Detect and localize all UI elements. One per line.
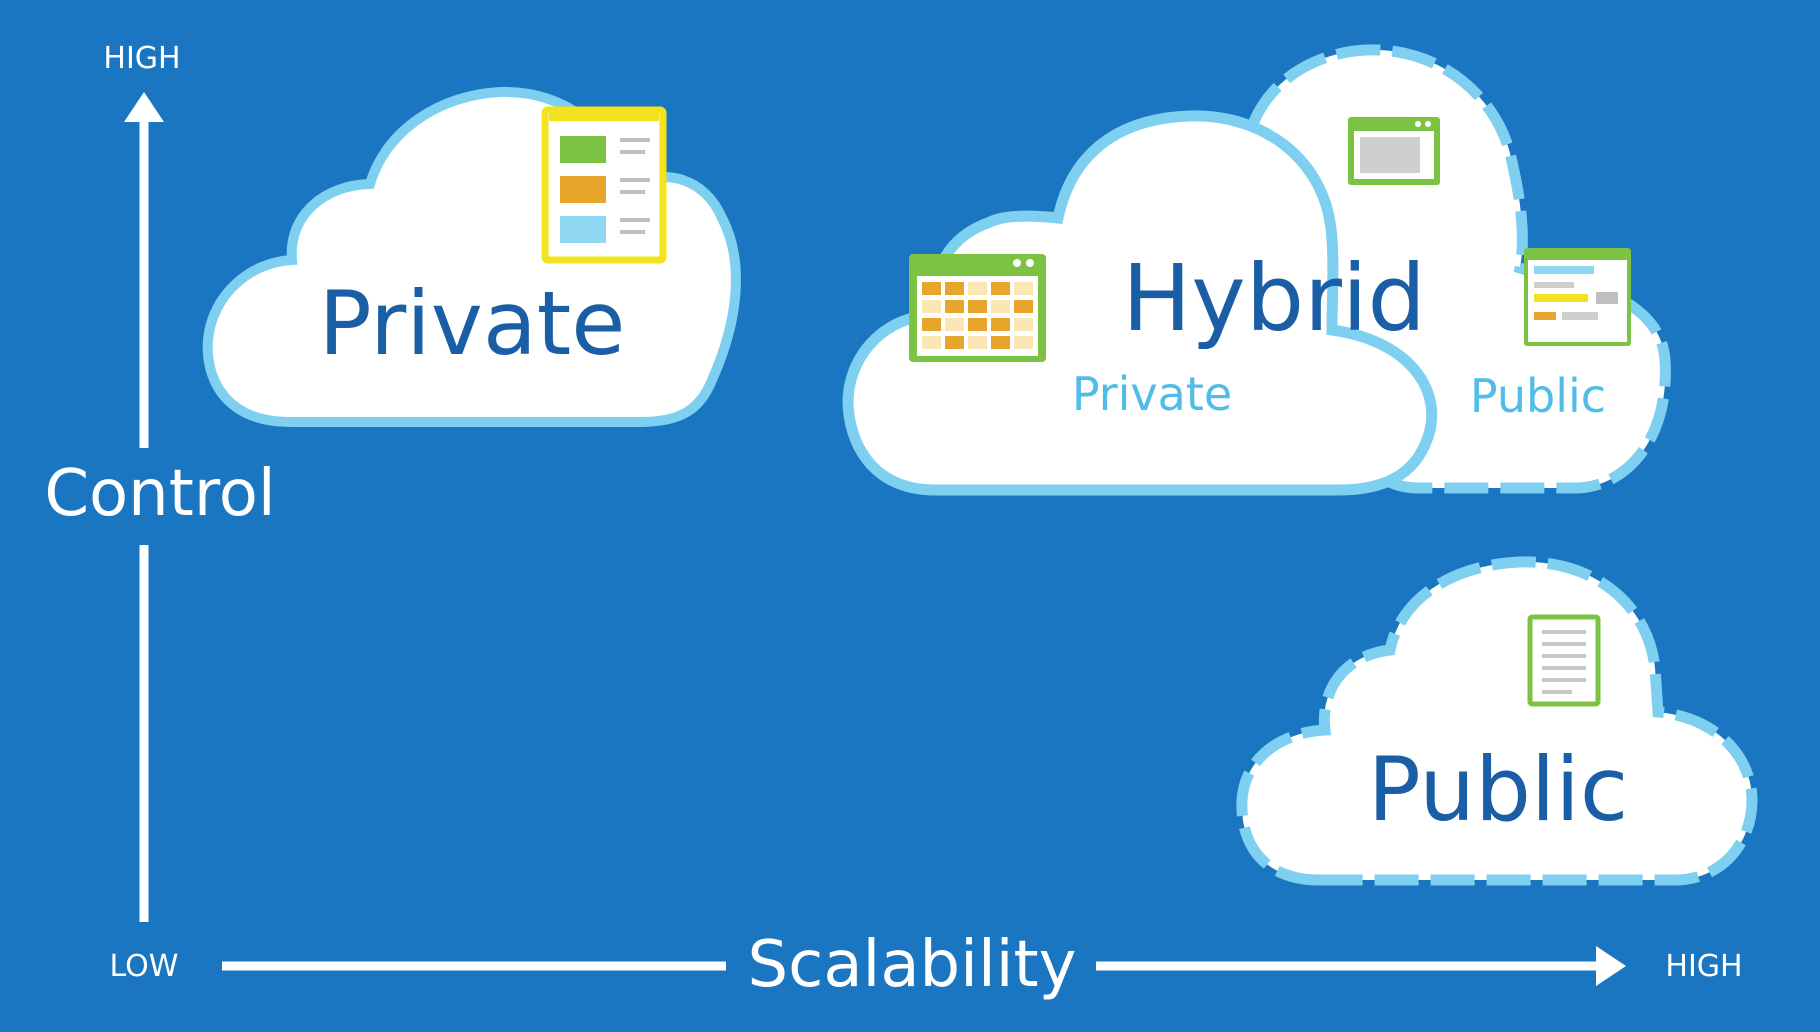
y-axis-high-label: HIGH bbox=[103, 41, 180, 76]
form-window-icon bbox=[1524, 248, 1631, 346]
public-cloud-shape bbox=[1236, 556, 1758, 886]
x-axis-title: Scalability bbox=[748, 928, 1077, 1002]
public-cloud-label: Public bbox=[1368, 738, 1628, 841]
hybrid-private-label: Private bbox=[1072, 367, 1232, 421]
x-axis-low-label: LOW bbox=[110, 949, 179, 984]
hybrid-cloud-label: Hybrid bbox=[1122, 245, 1426, 352]
x-axis: LOW HIGH Scalability bbox=[110, 928, 1743, 1002]
document-page-icon bbox=[1527, 614, 1601, 707]
y-axis-arrow-icon bbox=[124, 92, 164, 122]
hybrid-cloud: Hybrid Private Public bbox=[842, 44, 1671, 496]
private-cloud: Private bbox=[202, 86, 741, 427]
public-cloud: Public bbox=[1236, 556, 1758, 886]
hybrid-public-label: Public bbox=[1470, 369, 1606, 423]
x-axis-high-label: HIGH bbox=[1665, 949, 1742, 984]
text-window-icon bbox=[1348, 117, 1440, 185]
hybrid-private-cloud-shape bbox=[842, 110, 1438, 496]
y-axis: HIGH Control bbox=[44, 41, 276, 922]
calendar-window-icon bbox=[909, 254, 1046, 362]
document-panel-icon bbox=[541, 106, 667, 264]
x-axis-arrow-icon bbox=[1596, 946, 1626, 986]
y-axis-title: Control bbox=[44, 457, 275, 531]
private-cloud-label: Private bbox=[319, 272, 626, 375]
